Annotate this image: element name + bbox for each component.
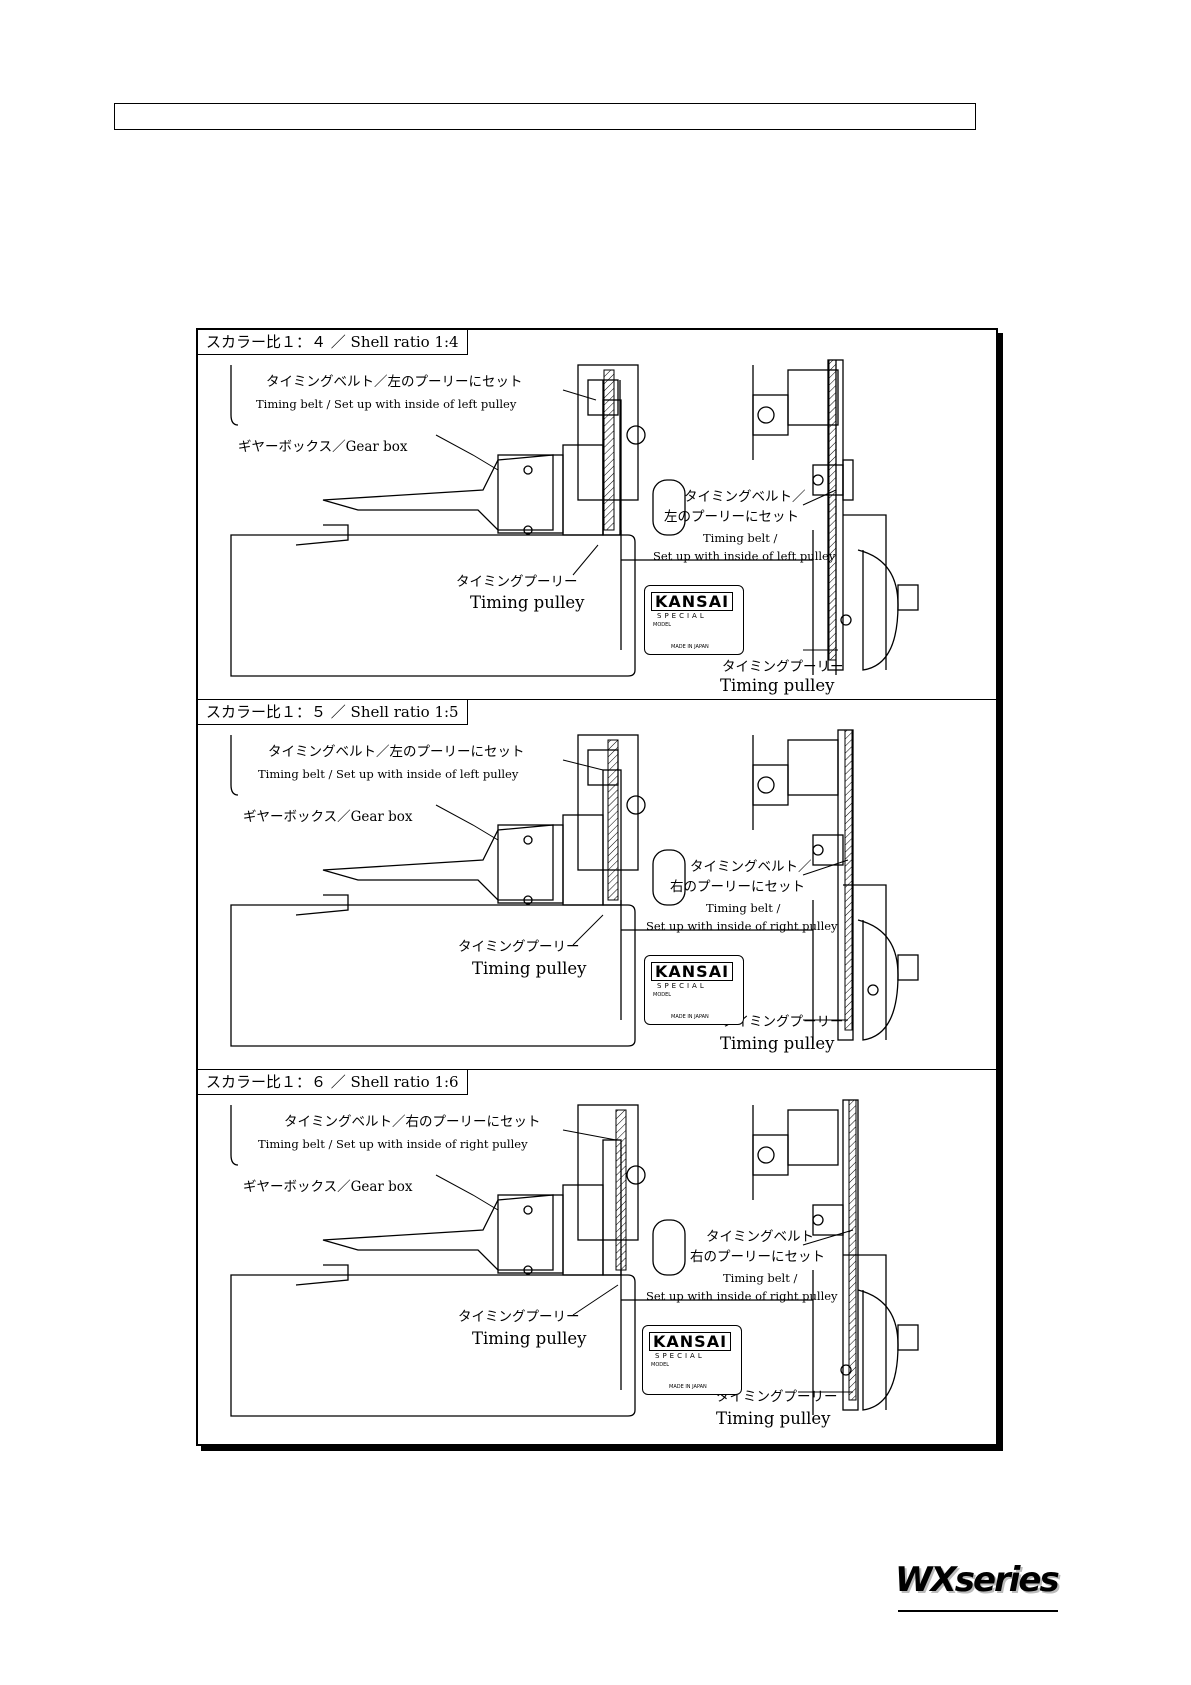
machine-drawing bbox=[230, 729, 919, 1047]
nameplate-brand: KANSAI bbox=[649, 1332, 732, 1351]
belt-label-right-jp-2: 右のプーリーにセット bbox=[690, 1249, 825, 1265]
belt-label-right-en-2: Set up with inside of right pulley bbox=[646, 919, 838, 933]
section-ratio-1-4: スカラー比１：４ ／ Shell ratio 1:4 bbox=[198, 330, 996, 700]
nameplate-sub: SPECIAL bbox=[655, 1352, 705, 1360]
diagram-panel: スカラー比１：４ ／ Shell ratio 1:4 bbox=[196, 328, 998, 1446]
gearbox-label: ギヤーボックス／Gear box bbox=[238, 439, 408, 455]
nameplate-made-in: MADE IN JAPAN bbox=[669, 1384, 707, 1390]
section-ratio-1-6: スカラー比１：６ ／ Shell ratio 1:6 bbox=[198, 1070, 996, 1444]
wx-series-logo: WXseries bbox=[895, 1560, 1060, 1600]
pulley-label-left-en: Timing pulley bbox=[472, 959, 587, 978]
kansai-nameplate: KANSAI SPECIAL MODEL MADE IN JAPAN bbox=[642, 1325, 742, 1395]
pulley-label-left-jp: タイミングプーリー bbox=[456, 574, 578, 590]
pulley-label-right-en: Timing pulley bbox=[720, 676, 835, 695]
belt-label-right-en-1: Timing belt / bbox=[703, 531, 778, 545]
nameplate-brand: KANSAI bbox=[651, 592, 734, 611]
belt-label-left-jp: タイミングベルト／右のプーリーにセット bbox=[284, 1114, 541, 1130]
pulley-label-left-en: Timing pulley bbox=[472, 1329, 587, 1348]
header-box bbox=[114, 103, 976, 130]
belt-label-right-en-1: Timing belt / bbox=[706, 901, 781, 915]
machine-drawing bbox=[230, 1099, 919, 1417]
kansai-nameplate: KANSAI SPECIAL MODEL MADE IN JAPAN bbox=[644, 585, 744, 655]
pulley-label-left-en: Timing pulley bbox=[470, 593, 585, 612]
pulley-label-right-en: Timing pulley bbox=[716, 1409, 831, 1428]
belt-label-right-en-2: Set up with inside of right pulley bbox=[646, 1289, 838, 1303]
belt-label-right-jp-1: タイミングベルト／ bbox=[690, 859, 812, 875]
belt-label-right-en-2: Set up with inside of left pulley bbox=[653, 549, 836, 563]
logo-underline bbox=[898, 1610, 1058, 1612]
pulley-label-right-jp: タイミングプーリー bbox=[716, 1389, 838, 1405]
nameplate-sub: SPECIAL bbox=[657, 612, 707, 620]
belt-label-right-jp-2: 左のプーリーにセット bbox=[664, 509, 799, 525]
nameplate-made-in: MADE IN JAPAN bbox=[671, 644, 709, 650]
nameplate-made-in: MADE IN JAPAN bbox=[671, 1014, 709, 1020]
belt-label-right-jp-1: タイミングベルト bbox=[706, 1229, 814, 1245]
pulley-label-left-jp: タイミングプーリー bbox=[458, 939, 580, 955]
nameplate-model: MODEL bbox=[653, 992, 672, 998]
belt-label-right-en-1: Timing belt / bbox=[723, 1271, 798, 1285]
belt-label-left-en: Timing belt / Set up with inside of left… bbox=[256, 397, 517, 411]
ratio-label: スカラー比１：６ ／ Shell ratio 1:6 bbox=[198, 1070, 468, 1095]
gearbox-label: ギヤーボックス／Gear box bbox=[243, 1179, 413, 1195]
pulley-label-right-en: Timing pulley bbox=[720, 1034, 835, 1053]
nameplate-model: MODEL bbox=[653, 622, 672, 628]
section-ratio-1-5: スカラー比１：５ ／ Shell ratio 1:5 bbox=[198, 700, 996, 1070]
ratio-label: スカラー比１：５ ／ Shell ratio 1:5 bbox=[198, 700, 468, 725]
belt-label-right-jp-1: タイミングベルト／ bbox=[684, 489, 806, 505]
gearbox-label: ギヤーボックス／Gear box bbox=[243, 809, 413, 825]
pulley-label-right-jp: タイミングプーリー bbox=[722, 1014, 844, 1030]
nameplate-brand: KANSAI bbox=[651, 962, 734, 981]
belt-label-left-en: Timing belt / Set up with inside of left… bbox=[258, 767, 519, 781]
pulley-label-right-jp: タイミングプーリー bbox=[722, 659, 844, 675]
nameplate-model: MODEL bbox=[651, 1362, 670, 1368]
belt-label-left-en: Timing belt / Set up with inside of righ… bbox=[258, 1137, 528, 1151]
ratio-label: スカラー比１：４ ／ Shell ratio 1:4 bbox=[198, 330, 468, 355]
nameplate-sub: SPECIAL bbox=[657, 982, 707, 990]
belt-label-left-jp: タイミングベルト／左のプーリーにセット bbox=[266, 374, 523, 390]
kansai-nameplate: KANSAI SPECIAL MODEL MADE IN JAPAN bbox=[644, 955, 744, 1025]
pulley-label-left-jp: タイミングプーリー bbox=[458, 1309, 580, 1325]
belt-label-right-jp-2: 右のプーリーにセット bbox=[670, 879, 805, 895]
machine-drawing bbox=[230, 359, 919, 677]
belt-label-left-jp: タイミングベルト／左のプーリーにセット bbox=[268, 744, 525, 760]
